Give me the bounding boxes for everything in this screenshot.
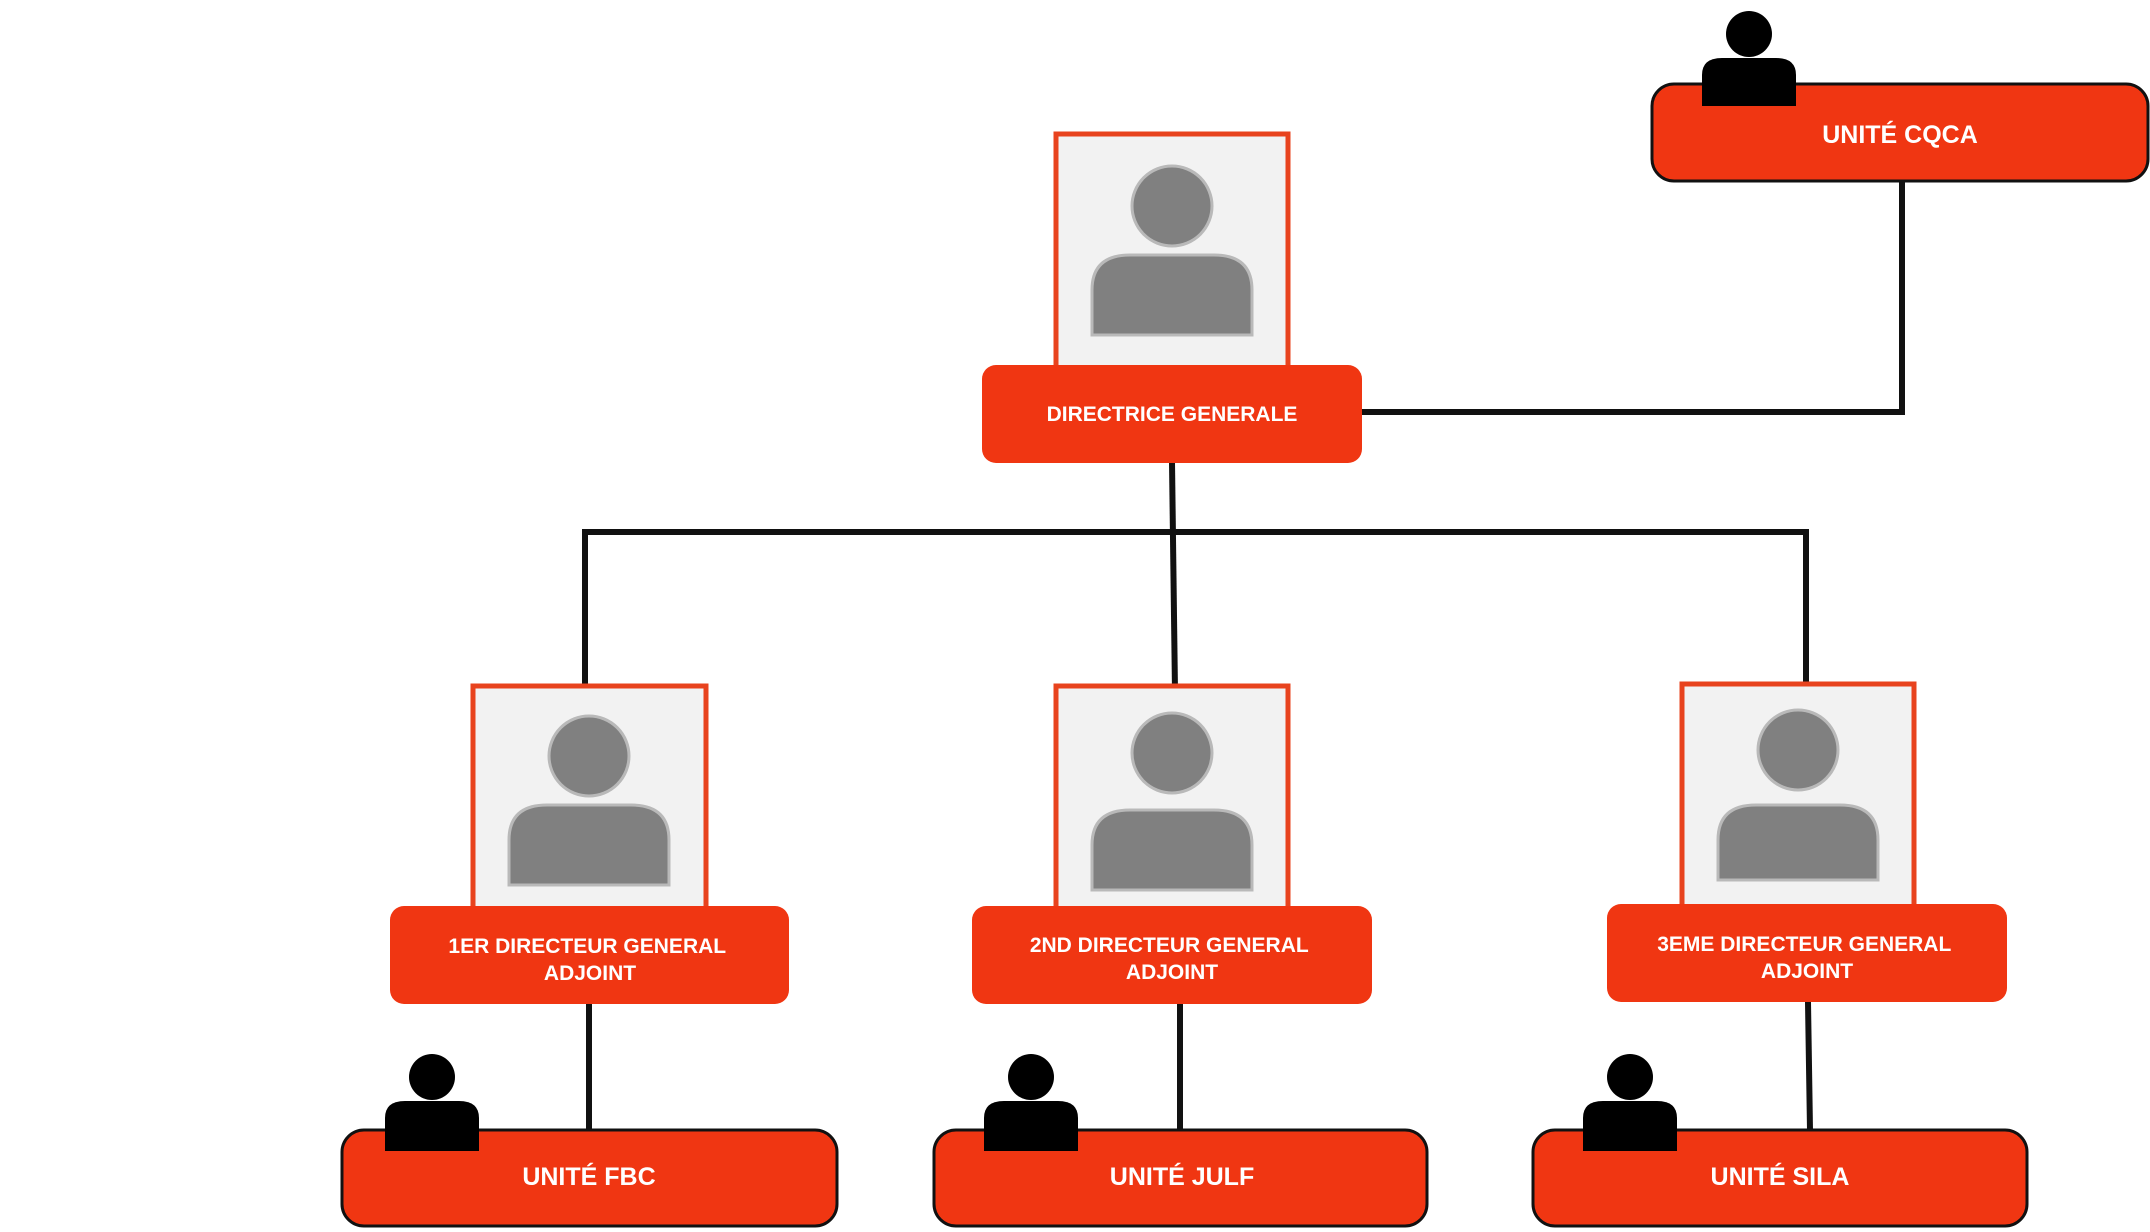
deputy-title-line2: ADJOINT: [544, 962, 636, 985]
connectors: [582, 182, 1905, 1131]
person-placeholder-icon: [1090, 164, 1254, 337]
person-icon: [984, 1054, 1078, 1151]
deputy-title-line1: 3EME DIRECTEUR GENERAL: [1657, 933, 1951, 956]
unit-box: [1531, 1128, 2029, 1228]
deputy-title-line1: 1ER DIRECTEUR GENERAL: [448, 935, 726, 958]
unit-label: UNITÉ SILA: [1711, 1162, 1850, 1191]
deputy-title: 2ND DIRECTEUR GENERAL ADJOINT: [1030, 934, 1314, 984]
person-placeholder-icon: [507, 714, 671, 887]
deputy-title-line1: 2ND DIRECTEUR GENERAL: [1030, 934, 1309, 957]
deputy-card-3[interactable]: 3EME DIRECTEUR GENERAL ADJOINT: [1607, 681, 2007, 1002]
deputy-card-2[interactable]: 2ND DIRECTEUR GENERAL ADJOINT: [972, 683, 1372, 1004]
deputy-title-line2: ADJOINT: [1126, 961, 1218, 984]
head-card[interactable]: DIRECTRICE GENERALE: [982, 131, 1362, 463]
connector-head-to-cqca: [1360, 182, 1905, 415]
unit-label: UNITÉ CQCA: [1822, 120, 1978, 149]
person-placeholder-icon: [1090, 711, 1254, 892]
person-icon: [1583, 1054, 1677, 1151]
deputy-title: 1ER DIRECTEUR GENERAL ADJOINT: [448, 935, 731, 985]
person-placeholder-icon: [1716, 708, 1880, 882]
title-box: [390, 906, 789, 1004]
title-box: [1607, 904, 2007, 1002]
person-icon: [1702, 11, 1796, 106]
unit-box: [1650, 82, 2150, 183]
unit-box: [340, 1128, 839, 1228]
unit-label: UNITÉ FBC: [522, 1162, 655, 1191]
head-title: DIRECTRICE GENERALE: [1047, 403, 1298, 426]
unit-label: UNITÉ JULF: [1110, 1162, 1254, 1191]
deputy-title-line2: ADJOINT: [1761, 960, 1853, 983]
unit-cqca[interactable]: UNITÉ CQCA: [1650, 11, 2150, 183]
deputy-card-1[interactable]: 1ER DIRECTEUR GENERAL ADJOINT: [390, 683, 789, 1004]
unit-fbc[interactable]: UNITÉ FBC: [340, 1054, 839, 1228]
unit-box: [932, 1128, 1429, 1228]
title-box: [982, 365, 1362, 463]
unit-julf[interactable]: UNITÉ JULF: [932, 1054, 1429, 1228]
title-box: [972, 906, 1372, 1004]
connector-deputy3-to-sila: [1805, 1001, 1813, 1131]
connector-horizontal-bus: [582, 529, 1809, 692]
unit-sila[interactable]: UNITÉ SILA: [1531, 1054, 2029, 1228]
connector-head-down: [1169, 461, 1178, 693]
deputy-title: 3EME DIRECTEUR GENERAL ADJOINT: [1657, 933, 1957, 983]
person-icon: [385, 1054, 479, 1151]
